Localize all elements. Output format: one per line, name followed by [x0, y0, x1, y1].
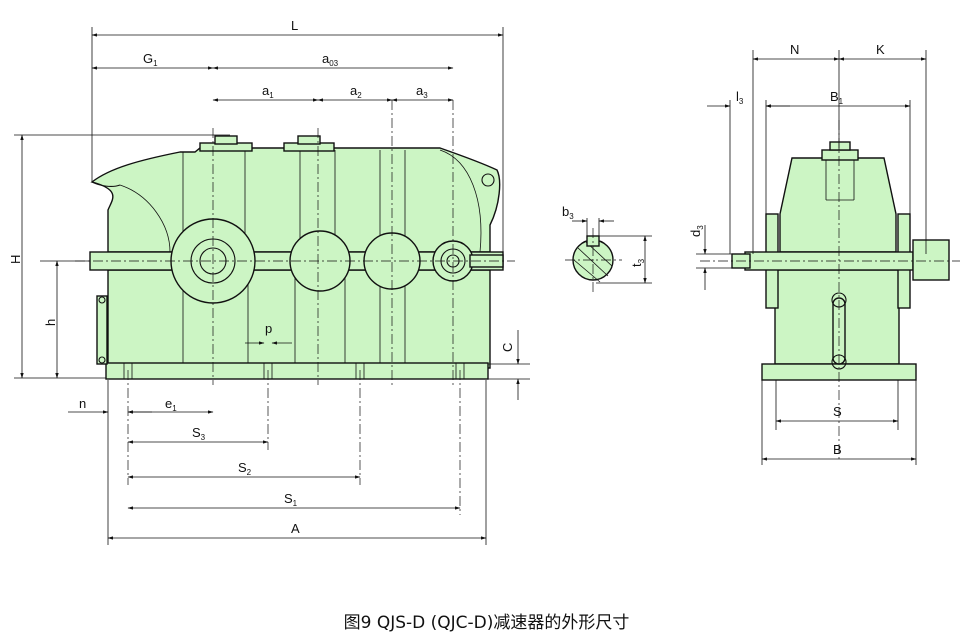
- label-L: L: [291, 18, 298, 33]
- housing-upper: [90, 147, 501, 253]
- oil-gauge: [96, 295, 108, 365]
- side-view: N K l3 B1 d3 S B: [688, 42, 960, 465]
- lifting-lug-hole: [481, 173, 495, 187]
- label-S2: S2: [238, 460, 252, 477]
- label-K: K: [876, 42, 885, 57]
- label-b3: b3: [562, 204, 574, 221]
- label-S1: S1: [284, 491, 298, 508]
- base-bolt-holes: [123, 363, 465, 379]
- figure-caption: 图9 QJS-D (QJC-D)减速器的外形尺寸: [343, 613, 630, 633]
- label-a1: a1: [262, 83, 274, 100]
- label-p: p: [265, 321, 272, 336]
- label-e1: e1: [165, 396, 177, 413]
- label-t3: t3: [629, 258, 646, 267]
- shaft-section: b3 t3: [562, 204, 652, 292]
- label-l3: l3: [736, 89, 744, 106]
- label-H: H: [8, 255, 23, 264]
- front-view: L G1 a03 a1 a2 a3 H h C p n e1 S3 S2 S1 …: [8, 18, 530, 545]
- label-S: S: [833, 404, 842, 419]
- base-plate: [105, 362, 489, 380]
- housing-lower: [107, 269, 491, 369]
- label-B: B: [833, 442, 842, 457]
- label-h: h: [43, 319, 58, 326]
- side-output-shaft: [912, 239, 950, 281]
- label-N: N: [790, 42, 799, 57]
- lifting-hook: [91, 181, 121, 187]
- front-dimensions: [14, 27, 530, 545]
- label-B1: B1: [830, 89, 844, 106]
- label-a2: a2: [350, 83, 362, 100]
- label-d3: d3: [688, 225, 705, 237]
- label-C: C: [500, 343, 515, 352]
- side-top-boss: [821, 149, 859, 161]
- side-inner-shaft: [825, 160, 855, 201]
- label-a03: a03: [322, 51, 339, 68]
- side-top-cap: [829, 141, 851, 151]
- front-centerlines: [75, 100, 515, 515]
- label-S3: S3: [192, 425, 206, 442]
- label-n: n: [79, 396, 86, 411]
- housing-ribs: [107, 149, 482, 363]
- label-G1: G1: [143, 51, 158, 68]
- side-housing-upper: [779, 157, 897, 253]
- side-dimensions: [696, 50, 927, 465]
- label-a3: a3: [416, 83, 428, 100]
- top-bosses: [199, 135, 335, 152]
- label-A: A: [291, 521, 300, 536]
